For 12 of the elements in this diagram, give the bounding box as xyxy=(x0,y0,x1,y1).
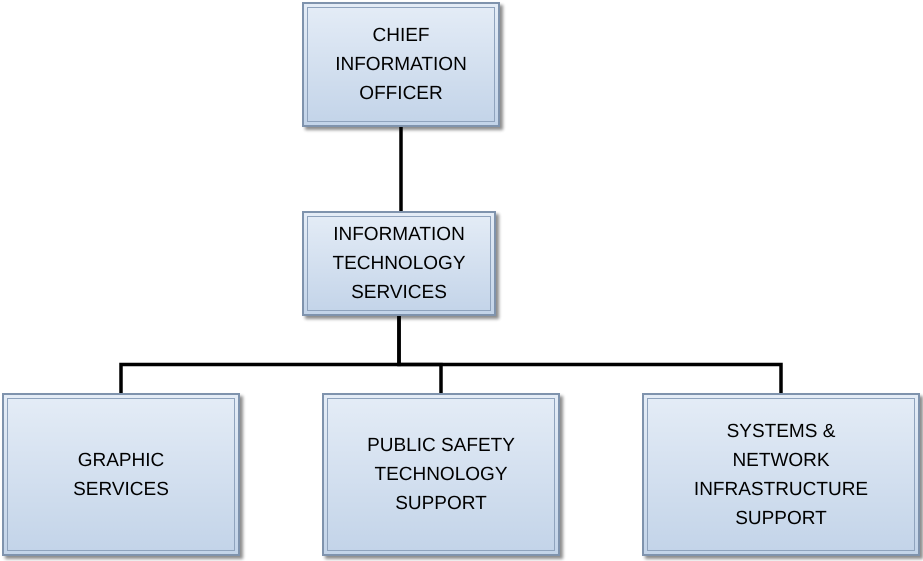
org-box xyxy=(322,393,560,556)
connector-line xyxy=(399,127,403,211)
box-label: GRAPHIC SERVICES xyxy=(72,448,170,502)
org-box xyxy=(2,393,240,556)
box-label: CHIEF INFORMATION OFFICER xyxy=(334,24,468,106)
box-label: INFORMATION TECHNOLOGY SERVICES xyxy=(331,223,467,305)
box-label: SYSTEMS & NETWORK INFRASTRUCTURE SUPPORT xyxy=(692,420,870,530)
box-label: PUBLIC SAFETY TECHNOLOGY SUPPORT xyxy=(366,434,516,516)
org-box xyxy=(302,2,500,127)
org-box xyxy=(302,211,496,316)
connector-line xyxy=(397,316,783,393)
org-box xyxy=(642,393,920,556)
